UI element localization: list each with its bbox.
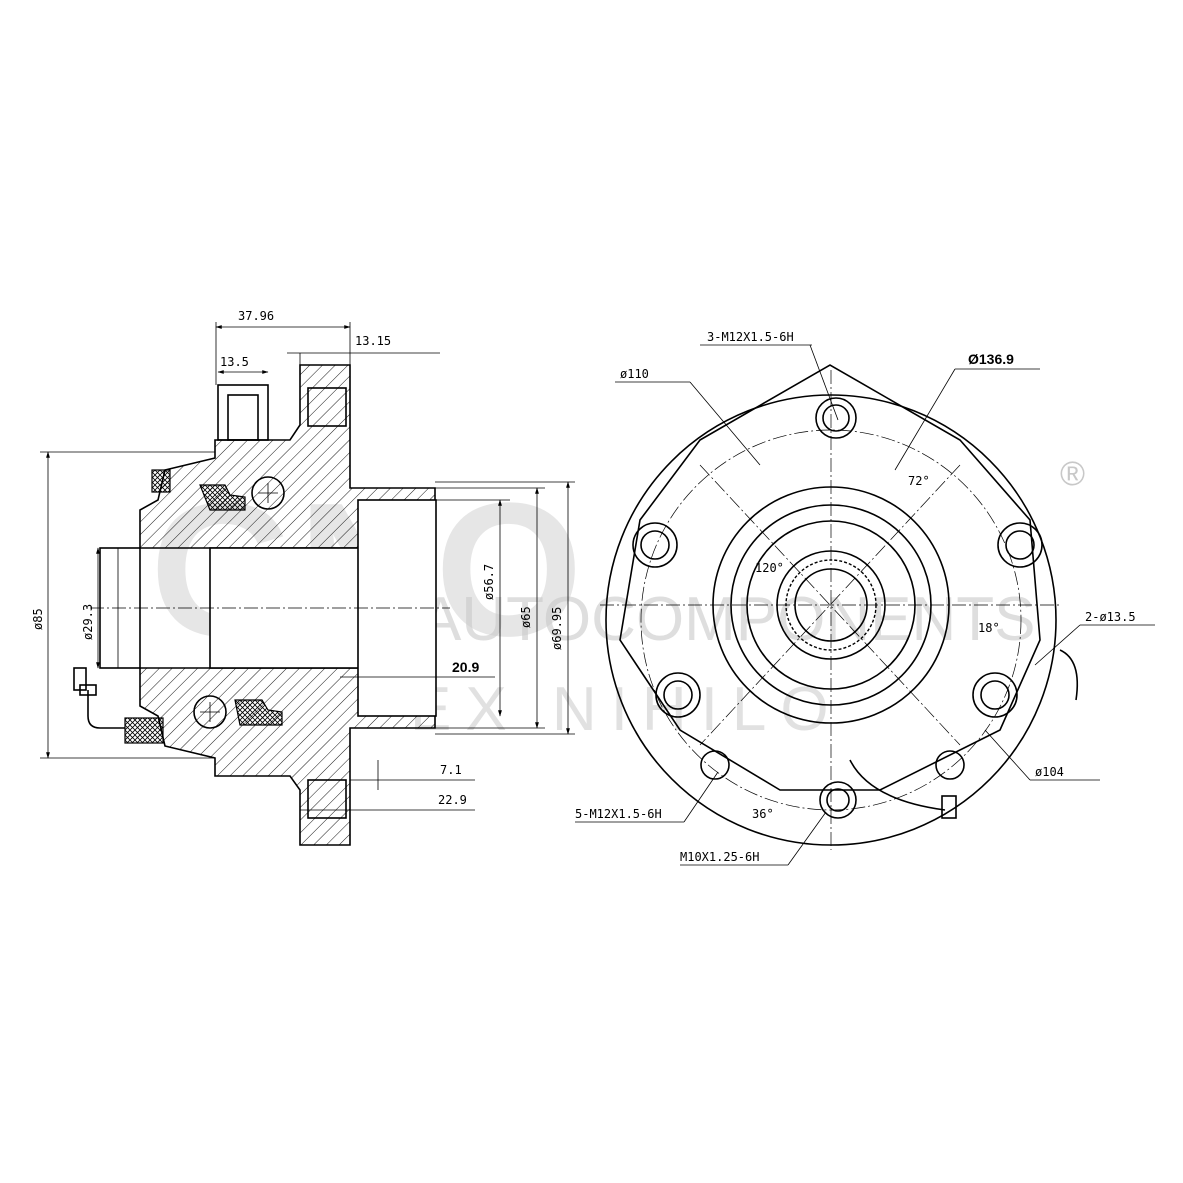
bolt-hole-lower-left	[655, 672, 701, 718]
dim-37-96: 37.96	[238, 309, 274, 323]
label-m10: M10X1.25-6H	[680, 850, 759, 864]
label-120-deg: 120°	[755, 561, 784, 575]
front-sensor-plug	[941, 795, 957, 819]
seal-top	[199, 484, 246, 511]
bearing-ball-top	[251, 476, 285, 510]
dim-d69-95: ø69.95	[550, 607, 564, 650]
bolt-hole-bottom-right	[935, 750, 965, 780]
bolt-hole-upper-left	[632, 522, 678, 568]
side-dimensions: 37.96 13.15 13.5 ø85 ø29.3 ø56.7 ø65 ø69…	[31, 309, 575, 811]
front-annotations: 3-M12X1.5-6H ø110 Ø136.9 72° 120° 18° 2-…	[575, 330, 1155, 866]
dim-13-15: 13.15	[355, 334, 391, 348]
bolt-hole-bottom-left	[700, 750, 730, 780]
sensor-block	[124, 717, 164, 744]
label-d104: ø104	[1035, 765, 1064, 779]
dim-20-9: 20.9	[452, 659, 479, 675]
label-2-d13-5: 2-ø13.5	[1085, 610, 1136, 624]
label-d110: ø110	[620, 367, 649, 381]
bolt-hole-top	[815, 397, 857, 439]
sensor-wire	[87, 690, 125, 729]
side-section-view: 37.96 13.15 13.5 ø85 ø29.3 ø56.7 ø65 ø69…	[31, 309, 575, 846]
dim-d56-7: ø56.7	[482, 564, 496, 600]
label-36-deg: 36°	[752, 807, 774, 821]
front-sensor-wire	[849, 759, 946, 811]
bolt-hole-bottom	[819, 781, 857, 819]
seal-bottom	[234, 699, 283, 726]
dim-d85: ø85	[31, 608, 45, 630]
bolt-hole-upper-right	[997, 522, 1043, 568]
dim-22-9: 22.9	[438, 793, 467, 807]
flange-bolt-bottom	[307, 779, 347, 819]
bearing-ball-bottom	[193, 695, 227, 729]
label-d136-9: Ø136.9	[968, 351, 1014, 367]
label-18-deg: 18°	[978, 621, 1000, 635]
watermark-registered: ®	[1060, 455, 1085, 493]
dim-13-5: 13.5	[220, 355, 249, 369]
watermark-line1: AUTOCOMPONENTS	[420, 585, 1035, 654]
dim-7-1: 7.1	[440, 763, 462, 777]
flange-bolt-top	[307, 387, 347, 427]
label-3-m12: 3-M12X1.5-6H	[707, 330, 794, 344]
front-view: 3-M12X1.5-6H ø110 Ø136.9 72° 120° 18° 2-…	[575, 330, 1155, 866]
flange-outline	[619, 364, 1041, 791]
label-72-deg: 72°	[908, 474, 930, 488]
label-5-m12: 5-M12X1.5-6H	[575, 807, 662, 821]
top-stud	[217, 384, 269, 441]
dim-d65: ø65	[519, 606, 533, 628]
dim-d29-3: ø29.3	[81, 604, 95, 640]
watermark-line2: EX NIHILO	[410, 675, 843, 744]
bolt-hole-lower-right	[972, 672, 1018, 718]
